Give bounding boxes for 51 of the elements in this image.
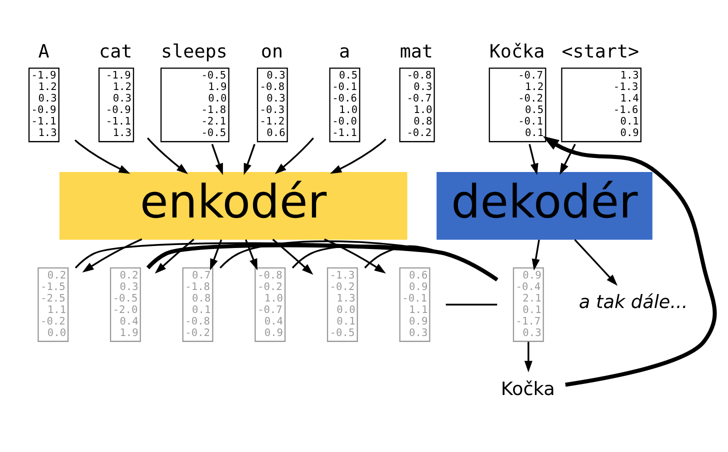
node-box: 0.3 -0.8 0.3 -0.3 -1.2 0.6 xyxy=(256,68,288,142)
connector xyxy=(446,304,498,306)
arrow xyxy=(324,238,386,274)
arrow xyxy=(542,136,717,387)
arrow xyxy=(146,138,188,174)
node-box: -1.3 -0.2 1.3 0.0 0.1 -0.5 xyxy=(326,267,358,342)
arrow xyxy=(74,139,130,174)
arrow xyxy=(330,138,386,174)
node-label: cat xyxy=(99,42,132,63)
node-box: 0.6 0.9 -0.1 1.1 0.9 0.3 xyxy=(399,267,430,342)
arrow xyxy=(210,239,222,270)
node-box: 0.5 -0.1 -0.6 1.0 -0.0 -1.1 xyxy=(329,68,360,142)
node-label: a xyxy=(338,42,350,63)
arrow xyxy=(274,137,314,174)
node-box: -1.9 1.2 0.3 -0.9 -1.1 1.3 xyxy=(98,68,134,142)
node-box: -0.8 -0.2 1.0 -0.7 0.4 0.9 xyxy=(254,267,286,342)
arrow xyxy=(82,238,142,272)
node-box: -1.9 1.2 0.3 -0.9 -1.1 1.3 xyxy=(28,68,60,142)
node-label: Kočka xyxy=(489,42,545,63)
connector xyxy=(292,244,498,280)
arrow xyxy=(524,342,532,372)
node-box: -0.7 1.2 -0.2 0.5 -0.1 0.1 xyxy=(488,68,546,142)
connector xyxy=(220,240,498,280)
node-label: on xyxy=(260,42,284,63)
node-label: A xyxy=(38,42,50,63)
node-box: 1.3 -1.3 1.4 -1.6 0.1 0.9 xyxy=(561,68,642,142)
node-box: -0.8 0.3 -0.7 1.0 0.8 -0.2 xyxy=(399,68,435,142)
arrow xyxy=(211,144,223,175)
arrow xyxy=(574,239,618,286)
node-box: 0.7 -1.8 0.8 0.1 -0.8 -0.2 xyxy=(182,267,214,342)
node-label: mat xyxy=(400,42,434,63)
node-text: Kočka xyxy=(500,379,555,400)
arrow xyxy=(560,144,576,175)
node-text: a tak dále... xyxy=(578,292,688,313)
node-box: -0.5 1.9 0.0 -1.8 -2.1 -0.5 xyxy=(160,68,230,142)
arrow xyxy=(532,240,540,270)
connector xyxy=(364,245,498,280)
arrow xyxy=(272,238,314,275)
node-box: enkodér xyxy=(59,172,408,240)
arrow xyxy=(154,238,194,274)
node-box: 0.2 -1.5 -2.5 1.1 -0.2 0.0 xyxy=(38,267,69,342)
node-label: <start> xyxy=(562,42,640,63)
node-box: 0.9 -0.4 2.1 0.1 -1.7 0.3 xyxy=(512,267,544,342)
arrow xyxy=(528,144,538,176)
arrow xyxy=(245,239,258,270)
node-label: sleeps xyxy=(161,42,228,63)
node-box: dekodér xyxy=(436,172,652,240)
node-box: 0.2 0.3 -0.5 -2.0 0.4 1.9 xyxy=(110,267,141,342)
arrow xyxy=(244,144,256,175)
connector xyxy=(146,243,498,282)
connector xyxy=(74,242,498,280)
